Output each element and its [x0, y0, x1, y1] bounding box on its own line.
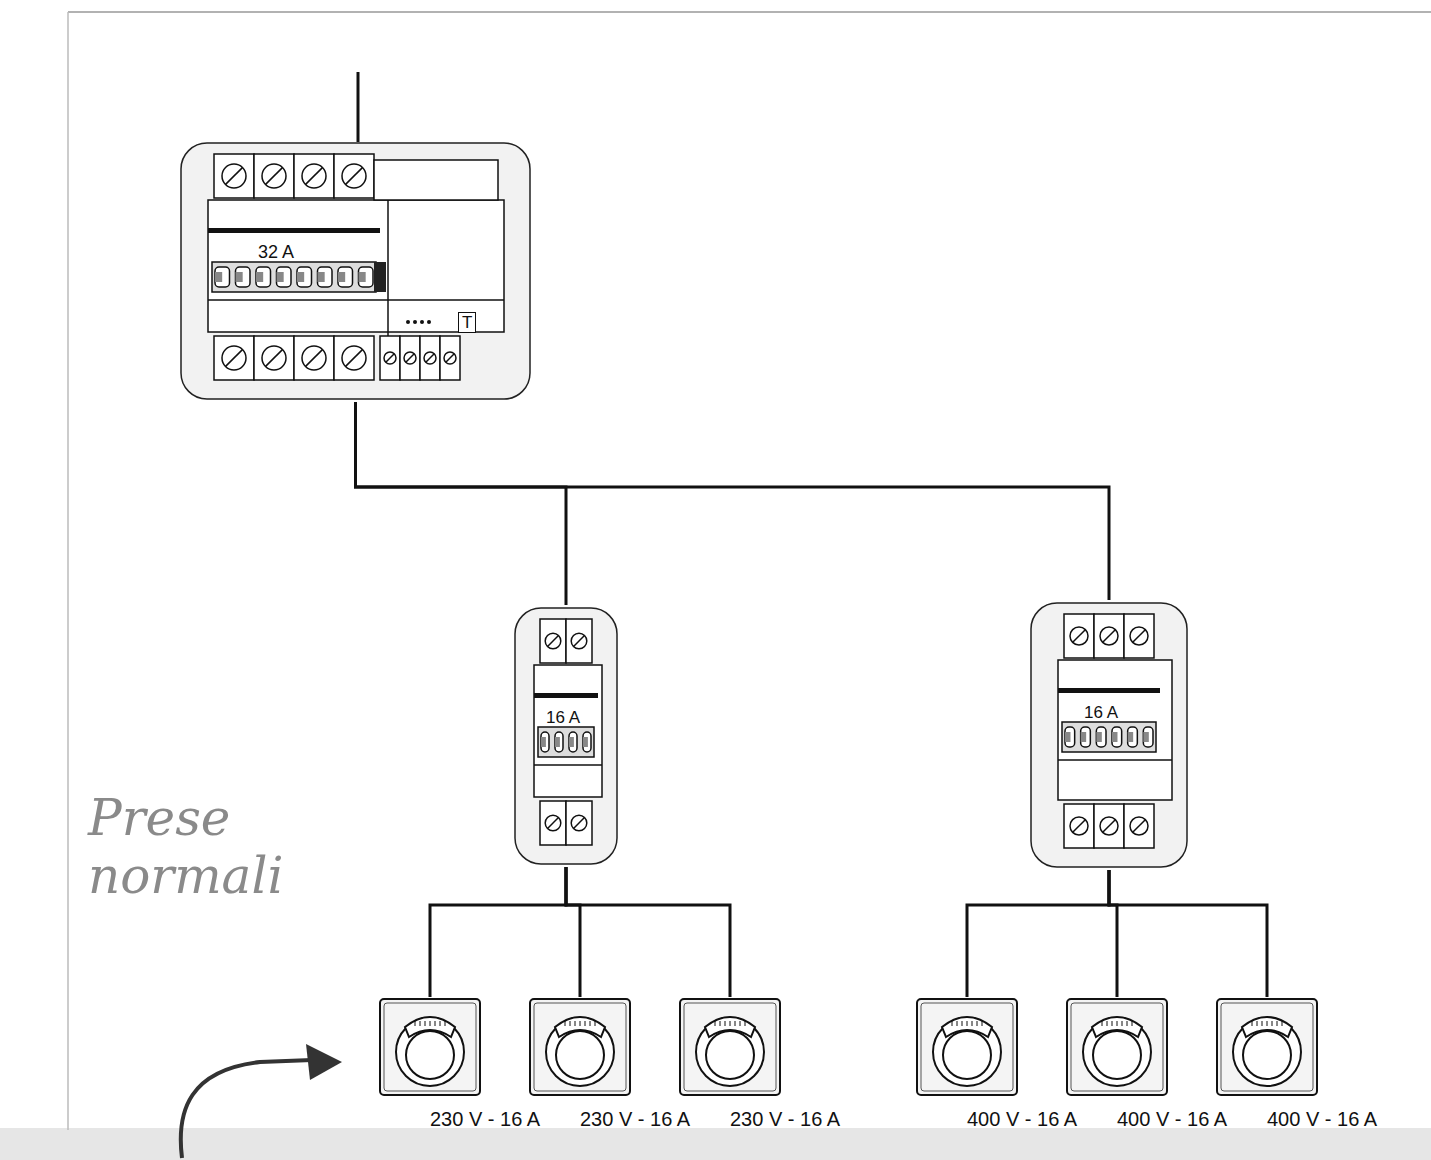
socket-drawing [355, 997, 505, 1127]
breaker-drawing [512, 605, 620, 867]
wire [430, 867, 566, 997]
wire [967, 870, 1109, 997]
socket-outlet: 230 V - 16 A [505, 997, 655, 1127]
supply-wire [357, 72, 360, 142]
socket-drawing [1192, 997, 1342, 1127]
rating-label: 400 V - 16 A [1117, 1109, 1227, 1129]
rating-label: 16 A [1084, 704, 1118, 721]
breaker-drawing [178, 140, 533, 402]
socket-outlet: 230 V - 16 A [355, 997, 505, 1127]
socket-outlet: 230 V - 16 A [655, 997, 805, 1127]
socket-drawing [1042, 997, 1192, 1127]
smudge-band [0, 1128, 1431, 1160]
socket-drawing [892, 997, 1042, 1127]
circuit-breaker: 16 A [512, 605, 620, 867]
socket-outlet: 400 V - 16 A [1192, 997, 1342, 1127]
wire [356, 402, 1110, 600]
hand-arrow [181, 1060, 312, 1158]
frame-line [67, 12, 69, 1130]
rating-label: 400 V - 16 A [967, 1109, 1077, 1129]
wire [1109, 870, 1267, 997]
rating-label: 400 V - 16 A [1267, 1109, 1377, 1129]
socket-outlet: 400 V - 16 A [1042, 997, 1192, 1127]
circuit-breaker: 16 A [1028, 600, 1190, 870]
hand-arrowhead [306, 1044, 342, 1080]
wire [566, 867, 730, 997]
wire [356, 402, 567, 605]
rating-label: 230 V - 16 A [430, 1109, 540, 1129]
handwritten-note: Prese normali [88, 790, 348, 905]
test-button: T [458, 312, 476, 333]
rating-label: 32 A [258, 243, 294, 261]
breaker-drawing [1028, 600, 1190, 870]
socket-drawing [505, 997, 655, 1127]
frame-line [68, 11, 1431, 13]
socket-outlet: 400 V - 16 A [892, 997, 1042, 1127]
circuit-breaker: 32 A T [178, 140, 533, 402]
socket-drawing [655, 997, 805, 1127]
rating-label: 16 A [546, 709, 580, 726]
rating-label: 230 V - 16 A [730, 1109, 840, 1129]
rating-label: 230 V - 16 A [580, 1109, 690, 1129]
wire [566, 867, 580, 997]
